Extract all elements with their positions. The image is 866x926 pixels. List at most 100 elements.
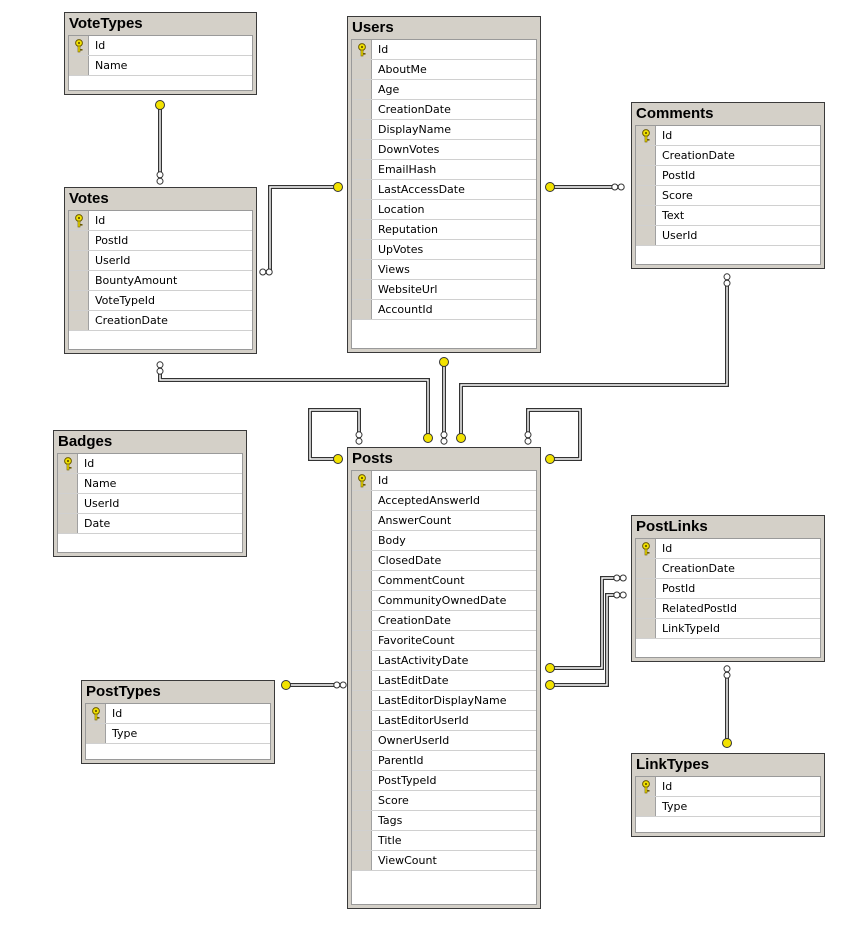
- column-row[interactable]: CreationDate: [352, 100, 536, 120]
- row-selector: [352, 491, 372, 510]
- row-selector: [58, 514, 78, 533]
- column-row[interactable]: VoteTypeId: [69, 291, 252, 311]
- column-row[interactable]: CreationDate: [636, 559, 820, 579]
- column-row[interactable]: Id: [352, 40, 536, 60]
- infinity-end-icon: [355, 431, 363, 445]
- column-row[interactable]: RelatedPostId: [636, 599, 820, 619]
- column-row[interactable]: Date: [58, 514, 242, 534]
- column-name: LastEditorUserId: [378, 714, 469, 727]
- column-row[interactable]: Type: [86, 724, 270, 744]
- column-row[interactable]: Score: [636, 186, 820, 206]
- column-row[interactable]: Id: [636, 126, 820, 146]
- column-row[interactable]: ClosedDate: [352, 551, 536, 571]
- column-name: Id: [112, 707, 123, 720]
- column-row[interactable]: LastEditorUserId: [352, 711, 536, 731]
- column-row[interactable]: Id: [636, 777, 820, 797]
- column-name: RelatedPostId: [662, 602, 738, 615]
- column-row[interactable]: EmailHash: [352, 160, 536, 180]
- infinity-end-icon: [156, 171, 164, 185]
- column-row[interactable]: LastActivityDate: [352, 651, 536, 671]
- column-row[interactable]: CommunityOwnedDate: [352, 591, 536, 611]
- column-row[interactable]: UserId: [58, 494, 242, 514]
- column-name: Id: [378, 43, 389, 56]
- column-row[interactable]: AnswerCount: [352, 511, 536, 531]
- column-row[interactable]: ViewCount: [352, 851, 536, 871]
- primary-key-icon: [69, 36, 89, 55]
- column-row[interactable]: FavoriteCount: [352, 631, 536, 651]
- row-selector: [352, 811, 372, 830]
- column-row[interactable]: CreationDate: [352, 611, 536, 631]
- column-row[interactable]: WebsiteUrl: [352, 280, 536, 300]
- column-row[interactable]: PostId: [69, 231, 252, 251]
- column-row[interactable]: PostTypeId: [352, 771, 536, 791]
- column-row[interactable]: Text: [636, 206, 820, 226]
- column-name: Body: [378, 534, 406, 547]
- column-row[interactable]: AboutMe: [352, 60, 536, 80]
- infinity-end-icon: [613, 591, 627, 599]
- column-row[interactable]: CommentCount: [352, 571, 536, 591]
- column-row[interactable]: LastAccessDate: [352, 180, 536, 200]
- column-row[interactable]: Location: [352, 200, 536, 220]
- column-row[interactable]: LastEditDate: [352, 671, 536, 691]
- row-selector: [352, 60, 372, 79]
- column-row[interactable]: ParentId: [352, 751, 536, 771]
- column-name: PostId: [95, 234, 129, 247]
- column-row[interactable]: AcceptedAnswerId: [352, 491, 536, 511]
- row-selector: [636, 579, 656, 598]
- column-row[interactable]: Id: [86, 704, 270, 724]
- column-row[interactable]: Type: [636, 797, 820, 817]
- column-row[interactable]: LinkTypeId: [636, 619, 820, 639]
- column-row[interactable]: Name: [58, 474, 242, 494]
- column-name: CreationDate: [662, 149, 735, 162]
- column-row[interactable]: LastEditorDisplayName: [352, 691, 536, 711]
- column-row[interactable]: DownVotes: [352, 140, 536, 160]
- relationship-line-inner: [527, 409, 581, 460]
- column-row[interactable]: Views: [352, 260, 536, 280]
- infinity-end-icon: [333, 681, 347, 689]
- column-row[interactable]: UserId: [69, 251, 252, 271]
- primary-key-icon: [69, 211, 89, 230]
- relationship-line-inner: [550, 594, 620, 686]
- column-row[interactable]: Id: [58, 454, 242, 474]
- column-row[interactable]: PostId: [636, 579, 820, 599]
- column-row[interactable]: Body: [352, 531, 536, 551]
- column-row[interactable]: Tags: [352, 811, 536, 831]
- row-selector: [69, 311, 89, 330]
- column-row[interactable]: CreationDate: [69, 311, 252, 331]
- column-name: PostTypeId: [378, 774, 437, 787]
- row-selector: [352, 611, 372, 630]
- column-row[interactable]: Id: [636, 539, 820, 559]
- column-row[interactable]: PostId: [636, 166, 820, 186]
- column-row[interactable]: Age: [352, 80, 536, 100]
- column-row[interactable]: Id: [69, 211, 252, 231]
- column-row[interactable]: UserId: [636, 226, 820, 246]
- table-title: VoteTypes: [69, 15, 143, 32]
- column-row[interactable]: UpVotes: [352, 240, 536, 260]
- column-row[interactable]: DisplayName: [352, 120, 536, 140]
- column-row[interactable]: BountyAmount: [69, 271, 252, 291]
- column-row[interactable]: Id: [352, 471, 536, 491]
- column-row[interactable]: OwnerUserId: [352, 731, 536, 751]
- column-name: UserId: [84, 497, 120, 510]
- column-row[interactable]: CreationDate: [636, 146, 820, 166]
- column-row[interactable]: AccountId: [352, 300, 536, 320]
- row-selector: [636, 599, 656, 618]
- column-row[interactable]: Id: [69, 36, 252, 56]
- column-row[interactable]: Title: [352, 831, 536, 851]
- column-name: Type: [662, 800, 688, 813]
- column-row[interactable]: Name: [69, 56, 252, 76]
- table-title: Users: [352, 19, 394, 36]
- column-row[interactable]: Score: [352, 791, 536, 811]
- column-name: DisplayName: [378, 123, 451, 136]
- column-row[interactable]: Reputation: [352, 220, 536, 240]
